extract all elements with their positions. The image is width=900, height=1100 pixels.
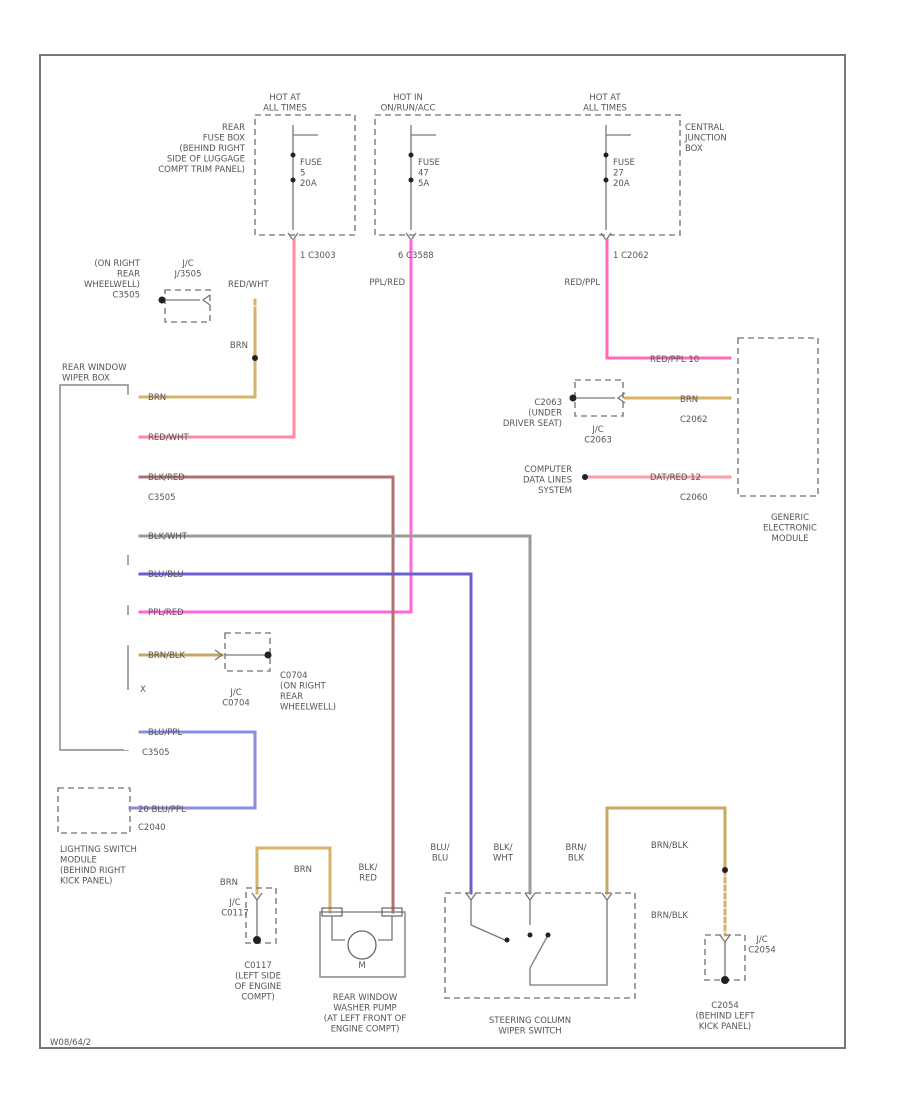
label-brn-gem: BRN xyxy=(680,395,698,405)
label-pin-blk-wht: BLK/WHT xyxy=(148,532,188,542)
lighting-switch-module xyxy=(57,787,131,834)
wire-brn-top xyxy=(138,313,257,399)
label-pump-brn: BRN xyxy=(294,865,312,875)
label-c3505c: C3505 xyxy=(142,748,170,758)
label-wire-ppl-red: PPL/RED xyxy=(369,278,405,288)
label-pin-blu-blu: BLU/BLU xyxy=(148,570,184,580)
label-pump-m: M xyxy=(358,961,365,971)
wire-blk-red xyxy=(138,475,395,914)
pump-motor-symbol xyxy=(347,930,377,960)
label-pin-x: X xyxy=(140,685,146,695)
wire-brn-blk-switch xyxy=(605,806,727,895)
label-brn-blk1: BRN/BLK xyxy=(651,841,689,851)
label-c1: 1 C3003 xyxy=(300,251,336,261)
power-distribution xyxy=(254,114,681,242)
label-brn2: BRN xyxy=(220,878,238,888)
wire-blk-wht xyxy=(138,534,532,895)
label-red-ppl-gem: RED/PPL 10 xyxy=(650,355,699,365)
diagram-frame xyxy=(39,54,846,1049)
central-junction-box-outline xyxy=(374,114,681,236)
label-pin-brn: BRN xyxy=(148,393,166,403)
components xyxy=(57,289,819,999)
label-c2040: C2040 xyxy=(138,823,166,833)
label-lighting-pin: 20 BLU/PPL xyxy=(138,805,186,815)
wire-brn-pump xyxy=(255,846,332,914)
label-c2: 6 C3588 xyxy=(398,251,434,261)
rear-fuse-box-outline xyxy=(254,114,356,236)
label-c2062: C2062 xyxy=(680,415,708,425)
label-brn-blk2: BRN/BLK xyxy=(651,911,689,921)
label-sw-brn-blk: BRN/BLK xyxy=(566,843,587,864)
label-c3505b: C3505 xyxy=(148,493,176,503)
wire-red-wht xyxy=(138,238,296,439)
rear-wiper-box xyxy=(59,384,129,751)
jc-c3505-box xyxy=(164,289,211,323)
jc-c0704-box xyxy=(224,632,271,672)
wire-paths xyxy=(128,238,732,937)
label-dat-red-pin: DAT/RED 12 xyxy=(650,473,701,483)
washer-pump-box xyxy=(319,911,406,978)
label-c3: 1 C2062 xyxy=(613,251,649,261)
label-pump-blk-red: BLK/RED xyxy=(358,863,377,884)
jc-c0117-box xyxy=(245,887,277,944)
steering-column-switch-box xyxy=(444,892,636,999)
label-brn1: BRN xyxy=(230,341,248,351)
wire-red-ppl xyxy=(605,238,732,360)
label-c2060: C2060 xyxy=(680,493,708,503)
label-pin-red-wht: RED/WHT xyxy=(148,433,189,443)
label-sw-blk-wht: BLK/WHT xyxy=(493,843,514,864)
label-wire-red-ppl: RED/PPL xyxy=(564,278,600,288)
label-sw-blu-blu: BLU/BLU xyxy=(430,843,449,864)
label-pin-blk-red: BLK/RED xyxy=(148,473,185,483)
wire-ppl-red xyxy=(138,238,413,614)
label-wire-red-wht: RED/WHT xyxy=(228,280,269,290)
label-footer: W08/64/2 xyxy=(50,1038,91,1048)
wire-blu-ppl xyxy=(128,730,257,810)
generic-electronic-module xyxy=(737,337,819,497)
label-pin-blu-ppl: BLU/PPL xyxy=(148,728,182,738)
label-pin-brn-blk: BRN/BLK xyxy=(148,651,186,661)
label-pin-ppl-red: PPL/RED xyxy=(148,608,184,618)
wire-blu-blu xyxy=(138,572,473,895)
